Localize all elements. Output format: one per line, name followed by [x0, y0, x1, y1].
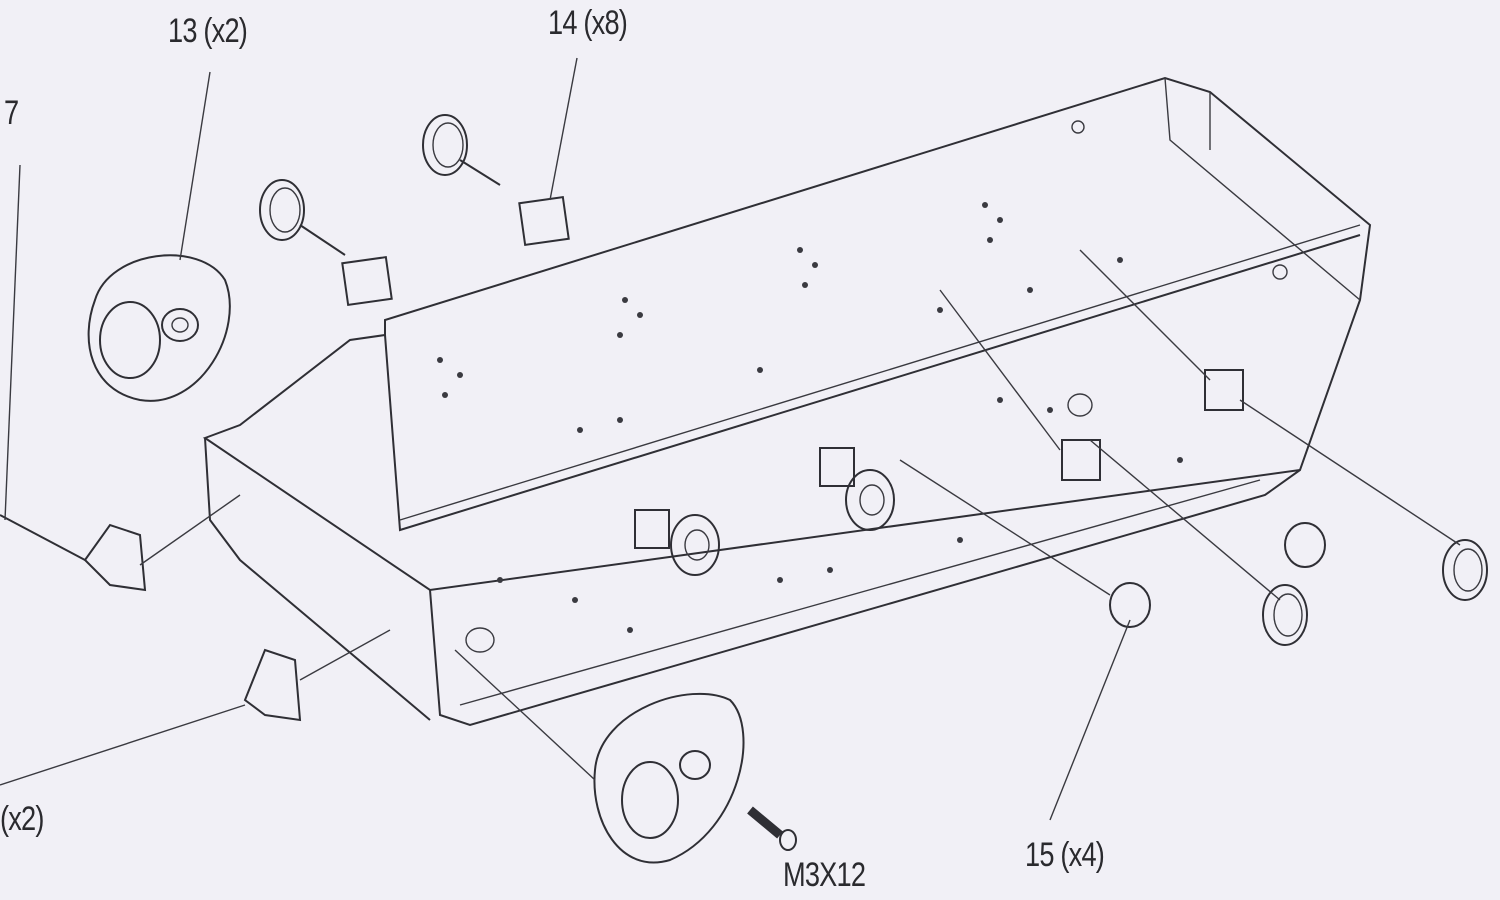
leader-lines: [0, 57, 1461, 821]
label-screw-m3x12: M3X12: [783, 856, 866, 894]
label-part-15: 15 (x4): [1025, 836, 1105, 874]
mounting-holes: [437, 120, 1288, 653]
idler-mounts-7: [0, 514, 302, 722]
label-part-14: 14 (x8): [548, 4, 628, 42]
sprocket-13-lower: [593, 692, 745, 864]
road-wheels: [259, 114, 1488, 646]
return-rollers-15: [1109, 522, 1326, 628]
brackets-14: [341, 196, 1244, 549]
label-part-7: 7: [4, 94, 19, 132]
screw-m3x12: [747, 806, 797, 851]
hull-body: [202, 76, 1372, 727]
label-part-13: 13 (x2): [168, 12, 248, 50]
sprocket-13-upper: [87, 254, 231, 402]
label-part-x2: (x2): [0, 800, 44, 838]
